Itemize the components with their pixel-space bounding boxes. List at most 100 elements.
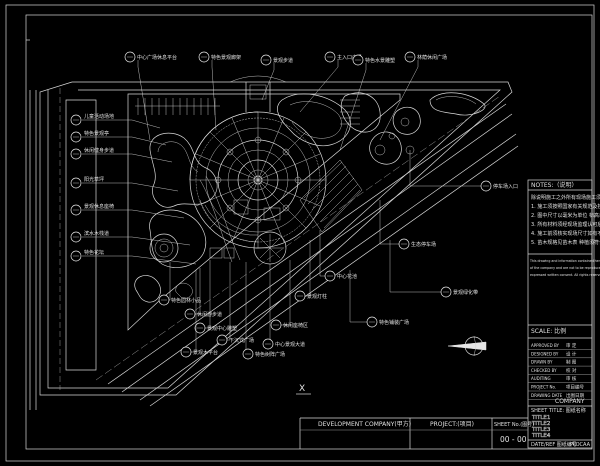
- callout-bubble-icon: [242, 348, 254, 360]
- sheet-title-label: SHEET TITLE: 图纸名称: [531, 407, 586, 414]
- callout-bubble-icon: [70, 177, 82, 189]
- road-edge: [39, 81, 513, 396]
- signoff-row-label: DESIGNED BY: [531, 351, 559, 356]
- callout-bubble-icon: [260, 54, 272, 66]
- signoff-row-label: AUDITING: [531, 376, 551, 381]
- callout-bubble-icon: [480, 180, 492, 192]
- callout-bubble-icon: [184, 308, 196, 320]
- hatched-area: [299, 159, 363, 233]
- callout-label-left: 阳光草坪: [84, 176, 104, 183]
- callout-label-bottom: 特色树阵广场: [255, 351, 285, 358]
- garden-shape: [149, 132, 218, 208]
- callout-label-top: 景观步道: [273, 57, 293, 64]
- signoff-row-label: DRAWING DATE: [531, 393, 563, 398]
- callout-layer: 中心广场休息平台特色景观廊架景观步道主入口广场特色水景雕塑林荫休闲广场儿童活动场…: [70, 51, 518, 360]
- callout-bubble-icon: [198, 51, 210, 63]
- tree-cluster: [392, 106, 421, 135]
- road-diagonal: [95, 95, 501, 381]
- callout-bubble-icon: [398, 238, 410, 250]
- callout-bubble-icon: [70, 250, 82, 262]
- tree-symbol: [374, 144, 386, 156]
- signoff-row-label: DRAWN BY: [531, 360, 553, 365]
- callout-bubble-icon: [270, 319, 282, 331]
- callout-label-left: 特色景观亭: [84, 130, 109, 137]
- road-edge-inner: [47, 89, 501, 389]
- callout-bubble-icon: [124, 51, 136, 63]
- parking-stalls: [135, 98, 220, 115]
- callout-bubble-icon: [70, 231, 82, 243]
- callout-label-right: 生态停车场: [411, 241, 436, 248]
- road-diagonal: [121, 113, 513, 393]
- road-edge-left: [29, 90, 37, 410]
- hatched-area: [340, 99, 360, 125]
- scale-label: SCALE: 比例: [531, 327, 566, 335]
- callout-bubble-icon: [324, 270, 336, 282]
- callout-label-bottom: 休闲游步道: [197, 311, 222, 318]
- company-label: COMPANY: [555, 398, 585, 405]
- disclaimer-line: of the company and are not to be reprodu…: [530, 266, 600, 270]
- callout-label-right: 景观绿化带: [453, 289, 478, 296]
- signoff-row-value: 审 定: [566, 342, 577, 349]
- tree-symbol: [388, 132, 396, 140]
- round-plaza: [149, 233, 179, 263]
- notes-title: NOTES:（说明）: [531, 181, 578, 189]
- callout-label-left: 休闲健身步道: [84, 147, 114, 154]
- notes-lines: 除说明施工之外所有现场施工须遵照规范执行1. 施工须按照国家有关规范及技术规定执…: [531, 194, 600, 246]
- callout-label-top: 林荫休闲广场: [417, 54, 447, 61]
- note-line: 1. 施工须按照国家有关规范及技术规定执行施工: [531, 203, 600, 210]
- callout-label-left: 滨水木栈道: [84, 230, 109, 237]
- garden-shape: [149, 209, 206, 268]
- title-bar: DEVELOPMENT COMPANY(甲方) PROJECT:(项目) SHE…: [299, 417, 534, 449]
- callout-label-top: 中心广场休息平台: [137, 54, 177, 61]
- signoff-row-label: APPROVED BY: [531, 343, 560, 348]
- sheet-title-line: TITLE1: [531, 415, 550, 421]
- callout-bubble-icon: [70, 114, 82, 126]
- sheet-no-label: SHEET No.(图号): [494, 422, 534, 428]
- callout-bubble-icon: [366, 316, 378, 328]
- callout-label-right: 停车场入口: [493, 183, 518, 190]
- outer-frame: [5, 4, 595, 462]
- note-line: 5. 苗木规格见苗木表 种植须符合种植规范: [531, 239, 600, 246]
- signoff-row-value: 审 核: [566, 375, 577, 382]
- callout-bubble-icon: [352, 54, 364, 66]
- note-line: 2. 图中尺寸以毫米为单位 标高以米为单位: [531, 212, 600, 219]
- date-ref-label: DATE/REF 图纸编号: [531, 441, 577, 448]
- garden-shape: [157, 141, 199, 173]
- disclaimer-line: expressed written consent. All rights re…: [530, 273, 600, 277]
- drawing-number: PLOCAA: [570, 442, 591, 448]
- tree-symbol: [400, 117, 410, 127]
- callout-bubble-icon: [404, 51, 416, 63]
- signoff-row-value: 校 对: [566, 367, 577, 374]
- callout-label-top: 特色景观廊架: [211, 54, 241, 61]
- site-boundary: [127, 93, 401, 331]
- sheet-number: 00 - 00: [500, 435, 527, 444]
- project-label: PROJECT:(项目): [430, 421, 474, 428]
- callout-label-right: 休闲座椅区: [283, 322, 308, 329]
- callout-label-bottom: 下沉式广场: [229, 337, 254, 344]
- note-line: 4. 施工前须核实现场尺寸如有不符及时通知设计方: [531, 230, 600, 237]
- lawn-shape: [289, 101, 342, 139]
- callout-label-left: 特色花坛: [84, 249, 104, 256]
- callout-label-bottom: 中心花池: [337, 273, 357, 280]
- signoff-row-label: PROJECT No.: [531, 385, 556, 390]
- signoff-row-value: 项目编号: [566, 384, 584, 391]
- sheet-title-line: TITLE4: [531, 433, 551, 439]
- road-diagonal: [107, 103, 507, 385]
- callout-label-left: 景观休息座椅: [84, 203, 114, 210]
- callout-label-bottom: 景观木平台: [193, 349, 218, 356]
- lawn-shape: [277, 93, 351, 147]
- drawing-border: [25, 14, 593, 450]
- pond-shape: [134, 275, 161, 303]
- callout-bubble-icon: [158, 294, 170, 306]
- round-plaza: [154, 238, 174, 258]
- callout-bubble-icon: [194, 322, 206, 334]
- callout-bubble-icon: [440, 286, 452, 298]
- callout-bubble-icon: [70, 148, 82, 160]
- callout-bubble-icon: [180, 346, 192, 358]
- callout-label-top: 特色水景雕塑: [365, 57, 395, 64]
- lawn-shape: [340, 92, 381, 133]
- callout-label-top: 主入口广场: [337, 54, 362, 61]
- sheet-title-line: TITLE3: [531, 427, 551, 433]
